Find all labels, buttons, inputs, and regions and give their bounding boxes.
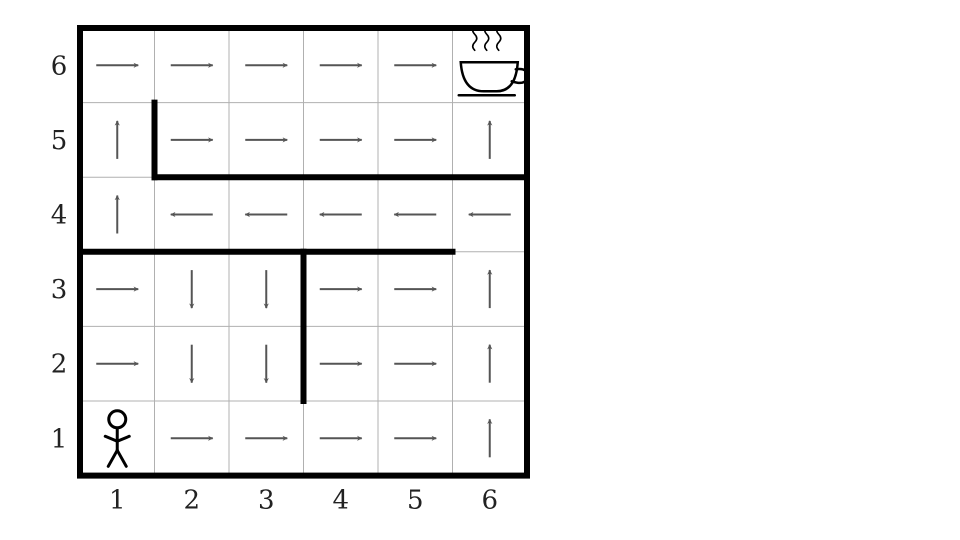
y-axis-tick-label: 1 — [51, 424, 68, 454]
y-axis-tick-label: 4 — [51, 201, 68, 231]
x-axis-tick-label: 1 — [109, 486, 126, 516]
x-axis-tick-label: 2 — [183, 486, 200, 516]
grid-border — [77, 25, 530, 479]
y-axis-tick-label: 2 — [51, 350, 68, 380]
stick-figure-icon — [103, 409, 131, 468]
x-axis-tick-label: 3 — [258, 486, 275, 516]
y-axis-tick-label: 6 — [51, 51, 68, 81]
coffee-cup-icon — [457, 25, 529, 97]
y-axis-tick-label: 3 — [51, 275, 68, 305]
x-axis-tick-label: 4 — [332, 486, 349, 516]
y-axis-tick-label: 5 — [51, 126, 68, 156]
x-axis-tick-label: 6 — [481, 486, 498, 516]
x-axis-tick-label: 5 — [407, 486, 424, 516]
